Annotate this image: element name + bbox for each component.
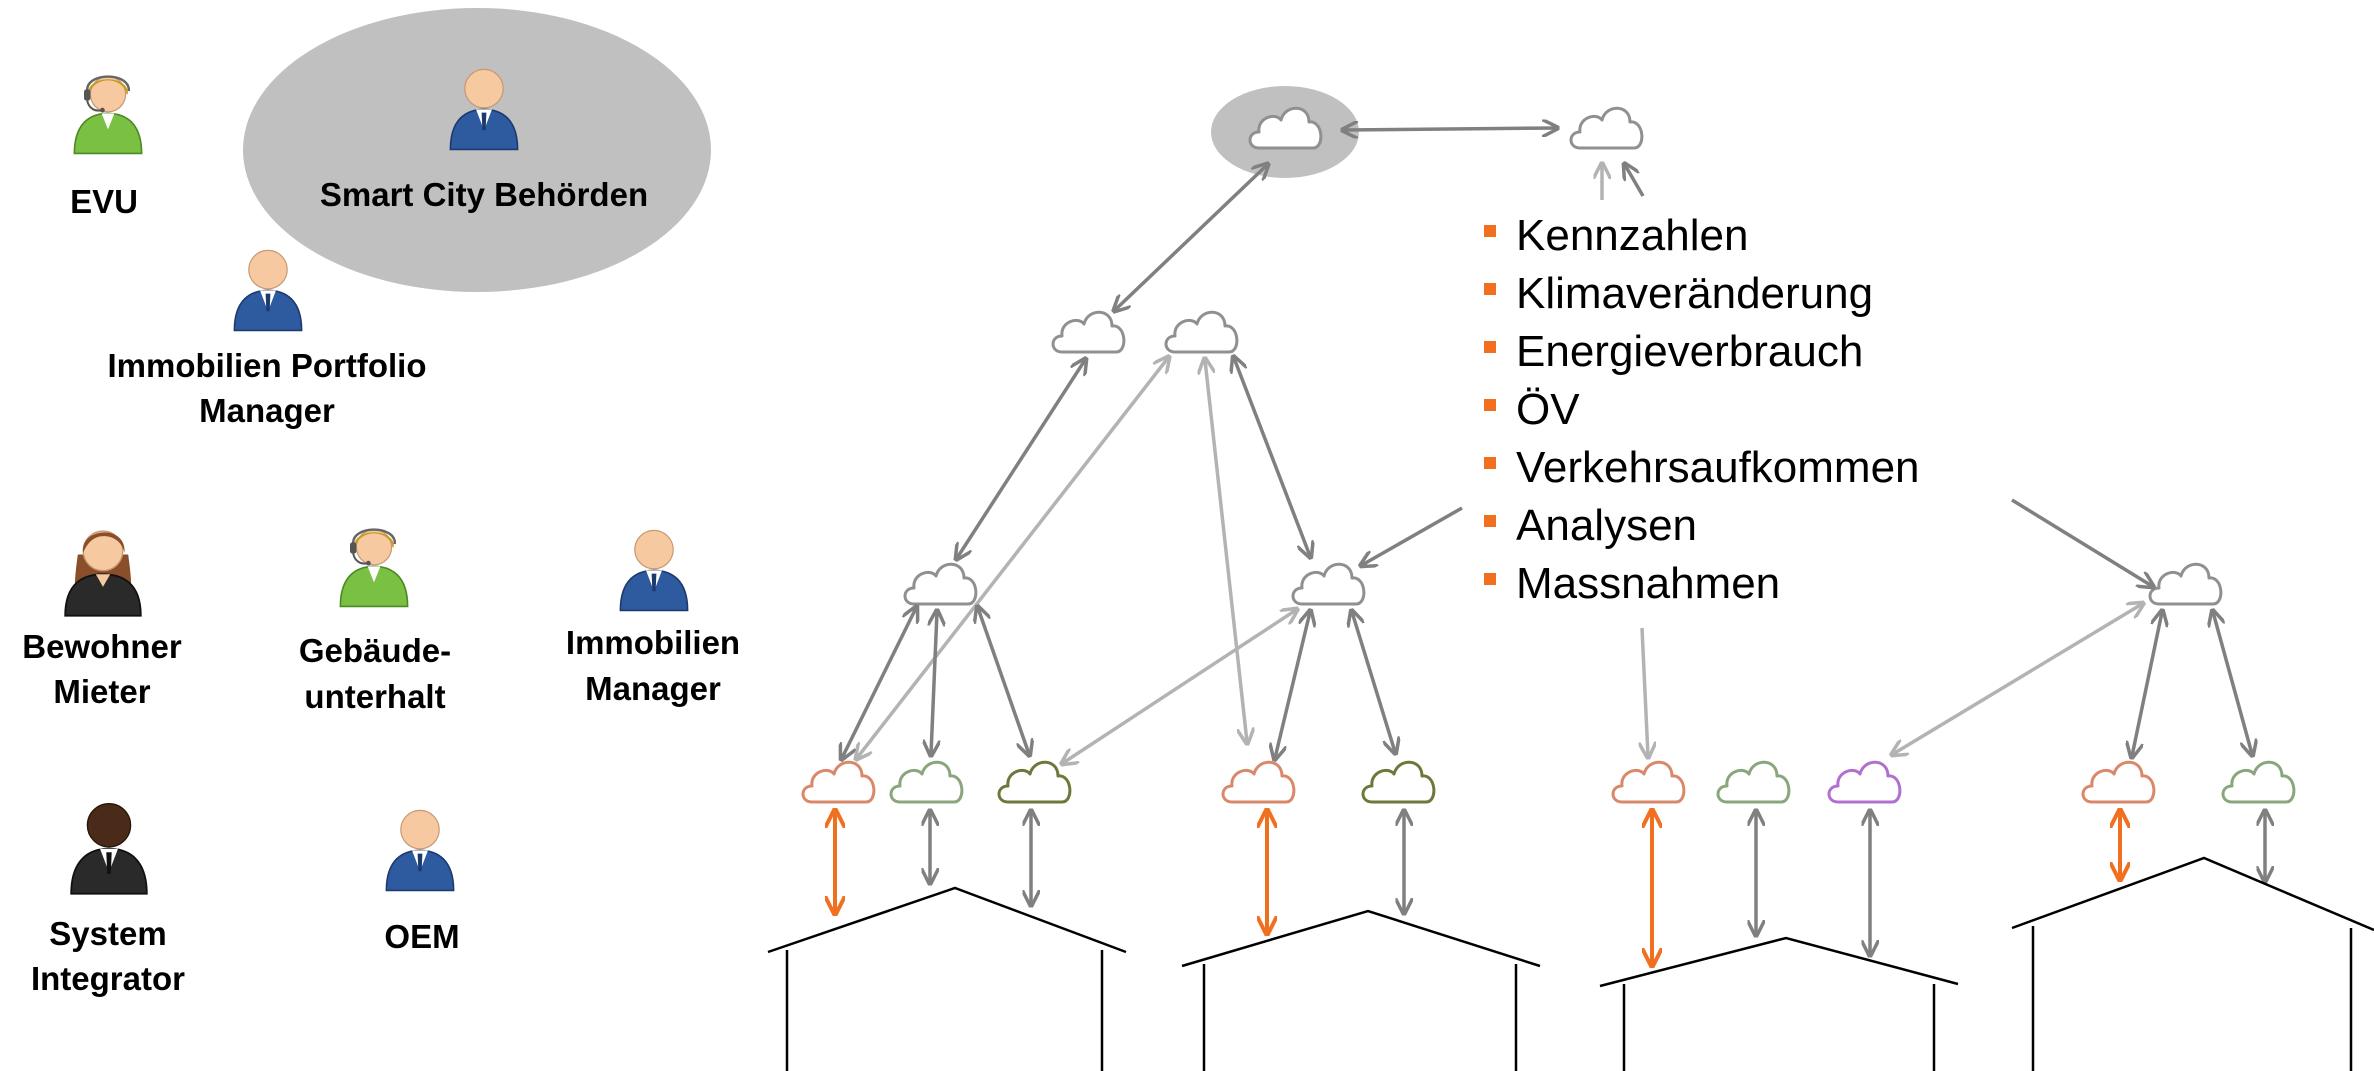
house-1-roof [767,886,1127,954]
house4-cloud-orange-icon [2081,760,2156,804]
bullet-item: Kennzahlen [1516,211,1748,260]
house-4-roof [2011,856,2374,932]
bullet-list: KennzahlenKlimaveränderungEnergieverbrau… [1484,211,1920,608]
bewohner-label-line1: Bewohner [22,628,182,665]
immobilien-manager-person-icon [619,529,689,612]
house3-cloud-purple-icon [1827,760,1902,804]
immobilien-manager-label-line2: Manager [585,670,721,707]
immobilien-manager-label-line1: Immobilien [566,624,740,661]
bullet-marker [1484,283,1496,295]
bullet-item: Analysen [1516,501,1697,550]
house3-cloud-orange-icon [1611,760,1686,804]
bullet-item: ÖV [1516,385,1580,434]
arrow-lower2-to-house1-olive [1063,610,1296,763]
arrow-lower3-to-house3-purple [1893,604,2142,754]
bewohner-label-line2: Mieter [53,673,150,710]
house-4-walls [2031,926,2353,1071]
house-3-walls [1622,984,1936,1071]
oem-label: OEM [384,918,459,955]
arrow-bullets-to-house3-orange [1642,627,1648,756]
house2-cloud-olive-icon [1361,760,1436,804]
bullet-item: Energieverbrauch [1516,327,1863,376]
gebaeude-person-icon [338,528,410,608]
house1-cloud-orange-icon [801,760,876,804]
arrow-lower1-to-house1-orange [842,608,916,758]
system-integrator-label-line2: Integrator [31,960,185,997]
lower-cloud-1-icon [903,562,978,606]
house-2-roof [1181,909,1541,968]
arrow-bullets-to-topright-2 [1625,165,1645,197]
gebaeude-label-line2: unterhalt [304,678,445,715]
bullet-item: Massnahmen [1516,559,1780,608]
oem-person-icon [385,809,455,892]
arrow-top-to-mid1 [1115,165,1267,310]
top-cloud-right-icon [1569,106,1644,150]
bullet-marker [1484,225,1496,237]
bullet-marker [1484,515,1496,527]
mid-cloud-1-icon [1051,310,1126,354]
smart-city-label: Smart City Behörden [320,176,648,213]
portfolio-manager-label-line1: Immobilien Portfolio [108,347,427,384]
houses-layer [767,856,2374,1071]
bewohner-person-icon [64,530,142,617]
house-2-walls [1202,964,1518,1071]
arrow-lower2-to-house2-orange [1275,612,1310,758]
house1-cloud-olive-icon [997,760,1072,804]
arrow-mid2-to-lower2 [1234,358,1310,556]
lower-cloud-2-icon [1291,562,1366,606]
evu-person-icon [72,75,144,155]
house4-cloud-green-icon [2221,760,2296,804]
lower-cloud-3-icon [2148,562,2223,606]
arrow-lower3-to-house4-orange [2132,612,2162,756]
arrow-lower1-to-house1-olive [978,608,1029,754]
arrow-lower3-to-house4-green [2213,612,2252,754]
arrow-bullets-to-lower3 [2011,498,2152,586]
portfolio-manager-label-line2: Manager [199,392,335,429]
bullet-marker [1484,341,1496,353]
system-integrator-label-line1: System [49,915,166,952]
house3-cloud-green-icon [1716,760,1791,804]
mid-cloud-2-icon [1164,310,1239,354]
arrow-mid2-to-house2-orange [1205,360,1247,742]
bullet-item: Verkehrsaufkommen [1516,443,1920,492]
arrow-bullets-to-lower2 [1362,506,1463,565]
house2-cloud-orange-icon [1221,760,1296,804]
house-1-walls [785,950,1104,1071]
evu-label: EVU [70,183,138,220]
system-integrator-person-icon [70,802,148,895]
bullet-marker [1484,573,1496,585]
portfolio-manager-person-icon [233,249,303,332]
bullet-marker [1484,457,1496,469]
gebaeude-label-line1: Gebäude- [299,632,451,669]
house-3-roof [1599,936,1959,988]
arrows-layer [835,128,2265,964]
house1-cloud-green-icon [889,760,964,804]
arrow-mid1-to-lower1 [957,360,1085,558]
arrow-mid2-to-house1-orange [857,358,1168,758]
arrow-lower2-to-house2-olive [1352,612,1395,752]
arrow-top-link [1344,128,1556,130]
bullet-item: Klimaveränderung [1516,269,1873,318]
arrow-lower1-to-house1-green [931,612,937,754]
bullet-marker [1484,399,1496,411]
